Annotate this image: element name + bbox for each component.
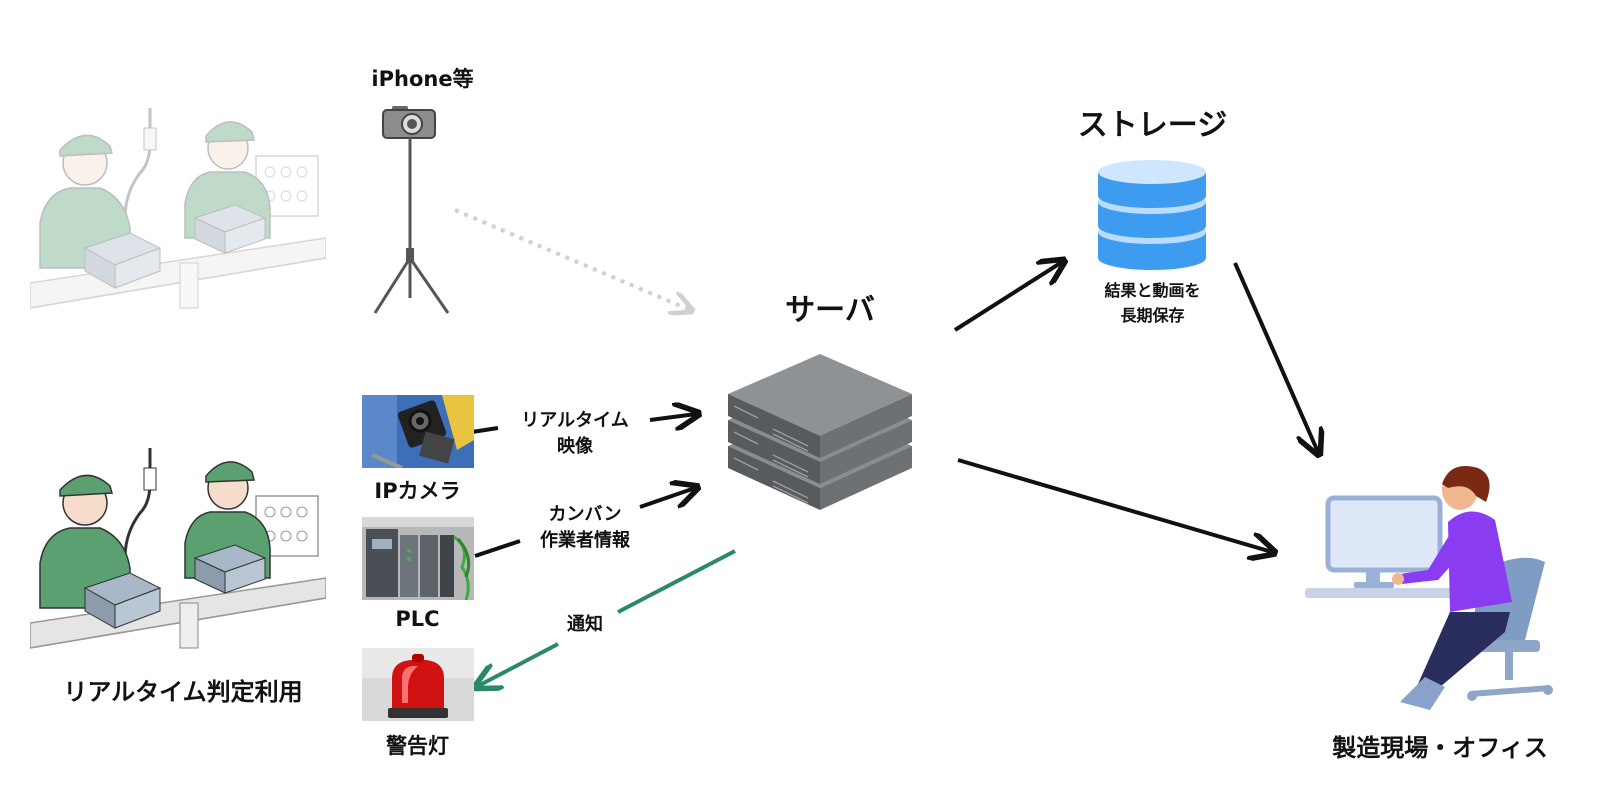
kanban-label: カンバン 作業者情報	[520, 502, 650, 554]
warning-light-photo-icon	[362, 648, 474, 721]
arrow-iphone-to-server	[454, 208, 690, 310]
factory-illustration-faded	[30, 108, 326, 313]
arrow-plc-connector	[474, 539, 521, 558]
plc-photo	[362, 517, 474, 600]
ipcam-label: IPカメラ	[374, 479, 461, 503]
warning-light-label: 警告灯	[386, 734, 449, 758]
arrow-server-to-office	[957, 458, 1272, 552]
database-icon	[1098, 160, 1206, 270]
server-label: サーバ	[785, 293, 875, 328]
ipcam-photo	[362, 395, 474, 468]
kanban-line-2: 作業者情報	[540, 530, 630, 551]
kanban-line-1: カンバン	[548, 504, 622, 525]
factory-illustration	[30, 448, 326, 653]
plc-label: PLC	[395, 607, 440, 631]
arrow-ipcam-to-server	[649, 414, 696, 420]
ip-camera-photo-icon	[362, 395, 474, 468]
storage-database	[1096, 160, 1208, 272]
factory-workers-illustration-icon	[30, 448, 326, 649]
server-rack	[728, 338, 922, 518]
realtime-video-line-1: リアルタイム	[521, 410, 629, 431]
storage-label: ストレージ	[1077, 108, 1228, 143]
factory-workers-illustration-icon	[30, 108, 326, 309]
realtime-judgment-label: リアルタイム判定利用	[63, 678, 303, 706]
arrow-plc-to-server	[639, 488, 695, 509]
office-person	[1300, 462, 1600, 730]
storage-desc: 結果と動画を 長期保存	[1080, 278, 1225, 328]
warning-light-photo	[362, 648, 474, 721]
storage-desc-line-1: 結果と動画を	[1104, 281, 1201, 300]
realtime-video-label: リアルタイム 映像	[500, 408, 650, 460]
camera-on-tripod-icon	[373, 106, 450, 314]
arrow-notify-lower	[478, 642, 559, 686]
plc-photo-icon	[362, 517, 474, 600]
arrow-notify-upper	[617, 549, 736, 614]
realtime-video-line-2: 映像	[557, 436, 593, 457]
iphone-label: iPhone等	[371, 67, 474, 91]
person-at-computer-illustration-icon	[1305, 466, 1553, 710]
arrow-server-to-storage	[953, 262, 1062, 332]
arrow-storage-to-office	[1233, 262, 1318, 452]
server-rack-icon	[728, 354, 912, 510]
notify-label: 通知	[567, 614, 603, 635]
storage-desc-line-2: 長期保存	[1120, 306, 1185, 325]
arrow-ipcam-connector	[471, 426, 499, 434]
camera-tripod	[370, 98, 470, 323]
site-office-label: 製造現場・オフィス	[1332, 734, 1548, 762]
